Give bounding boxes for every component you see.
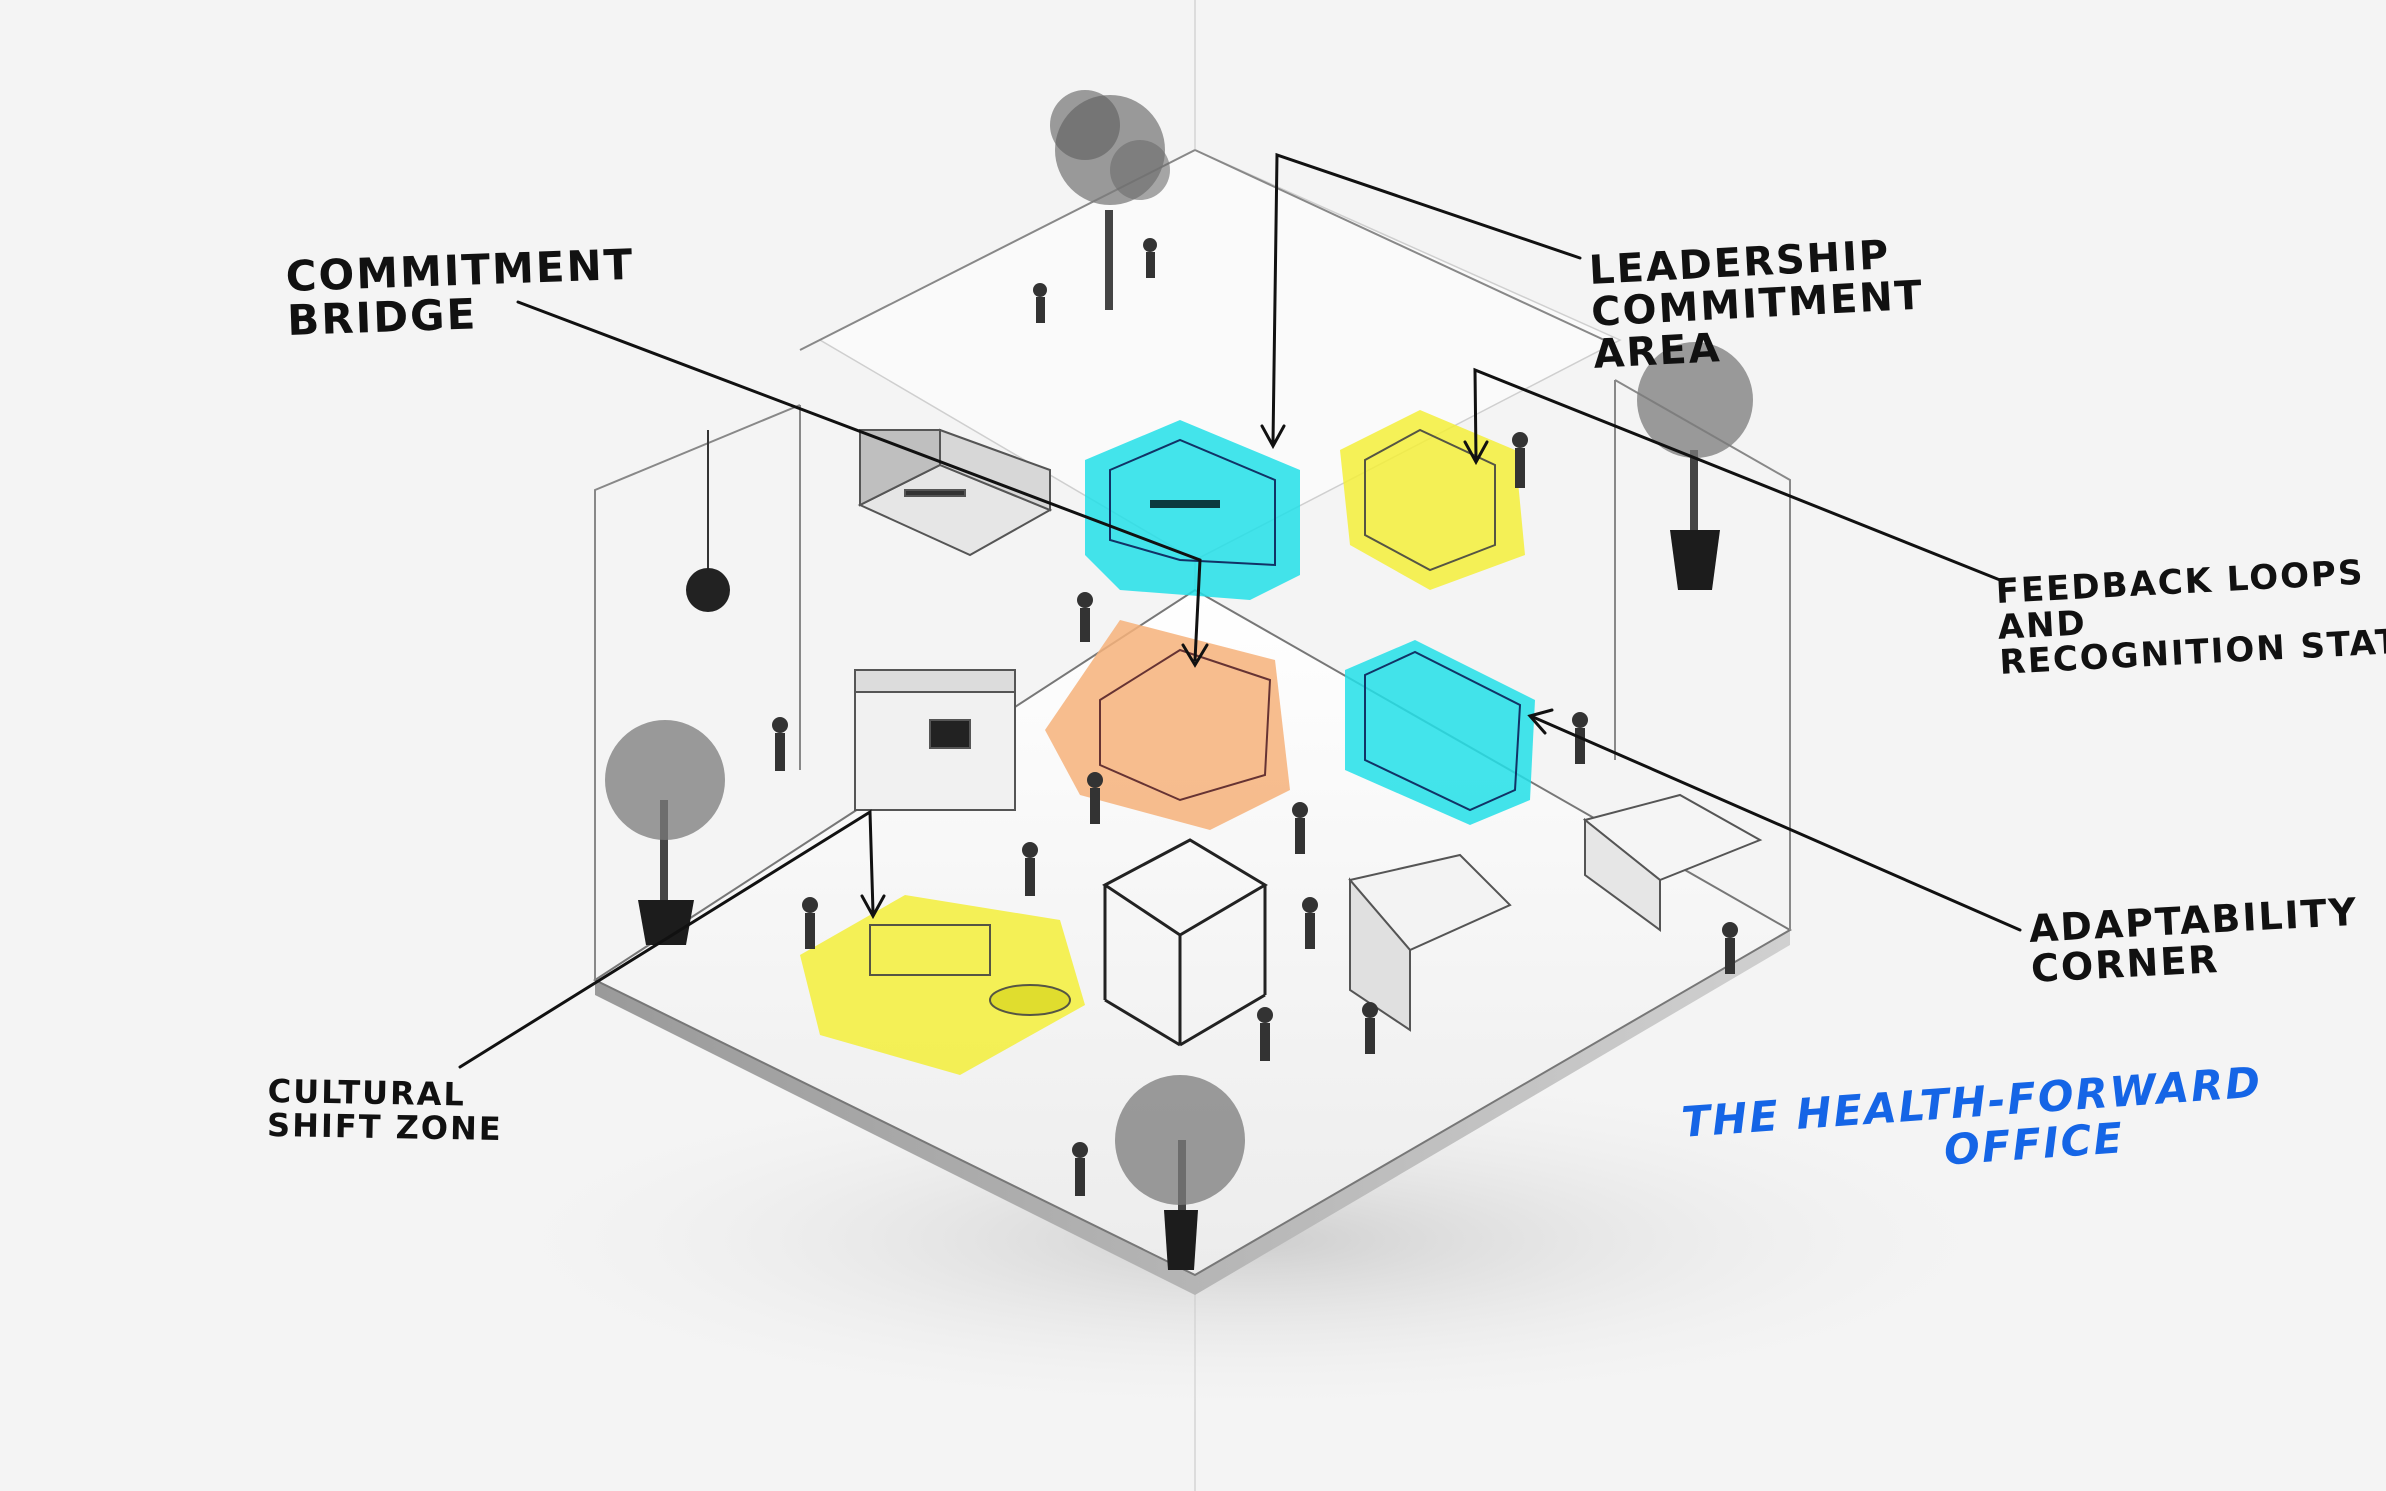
tree-front: [1115, 1075, 1245, 1270]
zone-leadership-commitment-area: [1085, 420, 1300, 600]
platform-edge: [595, 930, 1790, 1295]
label-cultural-shift-zone: CULTURAL SHIFT ZONE: [266, 1072, 504, 1148]
zone-commitment-bridge: [1045, 620, 1290, 830]
label-feedback-loops: FEEDBACK LOOPS AND RECOGNITION STATIONS: [1995, 549, 2386, 684]
zone-feedback-loops: [1340, 410, 1525, 590]
pod-top-left: [857, 428, 1053, 557]
pod-tent-front: [1348, 853, 1512, 1032]
label-cultural-line2: SHIFT ZONE: [266, 1105, 504, 1148]
tree-top: [1050, 90, 1170, 310]
pod-mid-left: [854, 669, 1016, 811]
zone-adaptability-corner: [1345, 640, 1535, 825]
people: [772, 238, 1738, 1196]
zone-cultural-shift: [800, 895, 1085, 1075]
leader-lines: [458, 152, 2022, 1069]
pod-glass-front: [1102, 838, 1268, 1047]
tree-right: [1637, 342, 1753, 590]
tree-left: [605, 720, 725, 945]
label-leadership-commitment-area: LEADERSHIP COMMITMENT AREA: [1588, 232, 1927, 378]
label-commitment-bridge: COMMITMENT BRIDGE: [285, 240, 637, 345]
pendulum-ball: [686, 568, 730, 612]
pod-right: [1582, 793, 1763, 932]
